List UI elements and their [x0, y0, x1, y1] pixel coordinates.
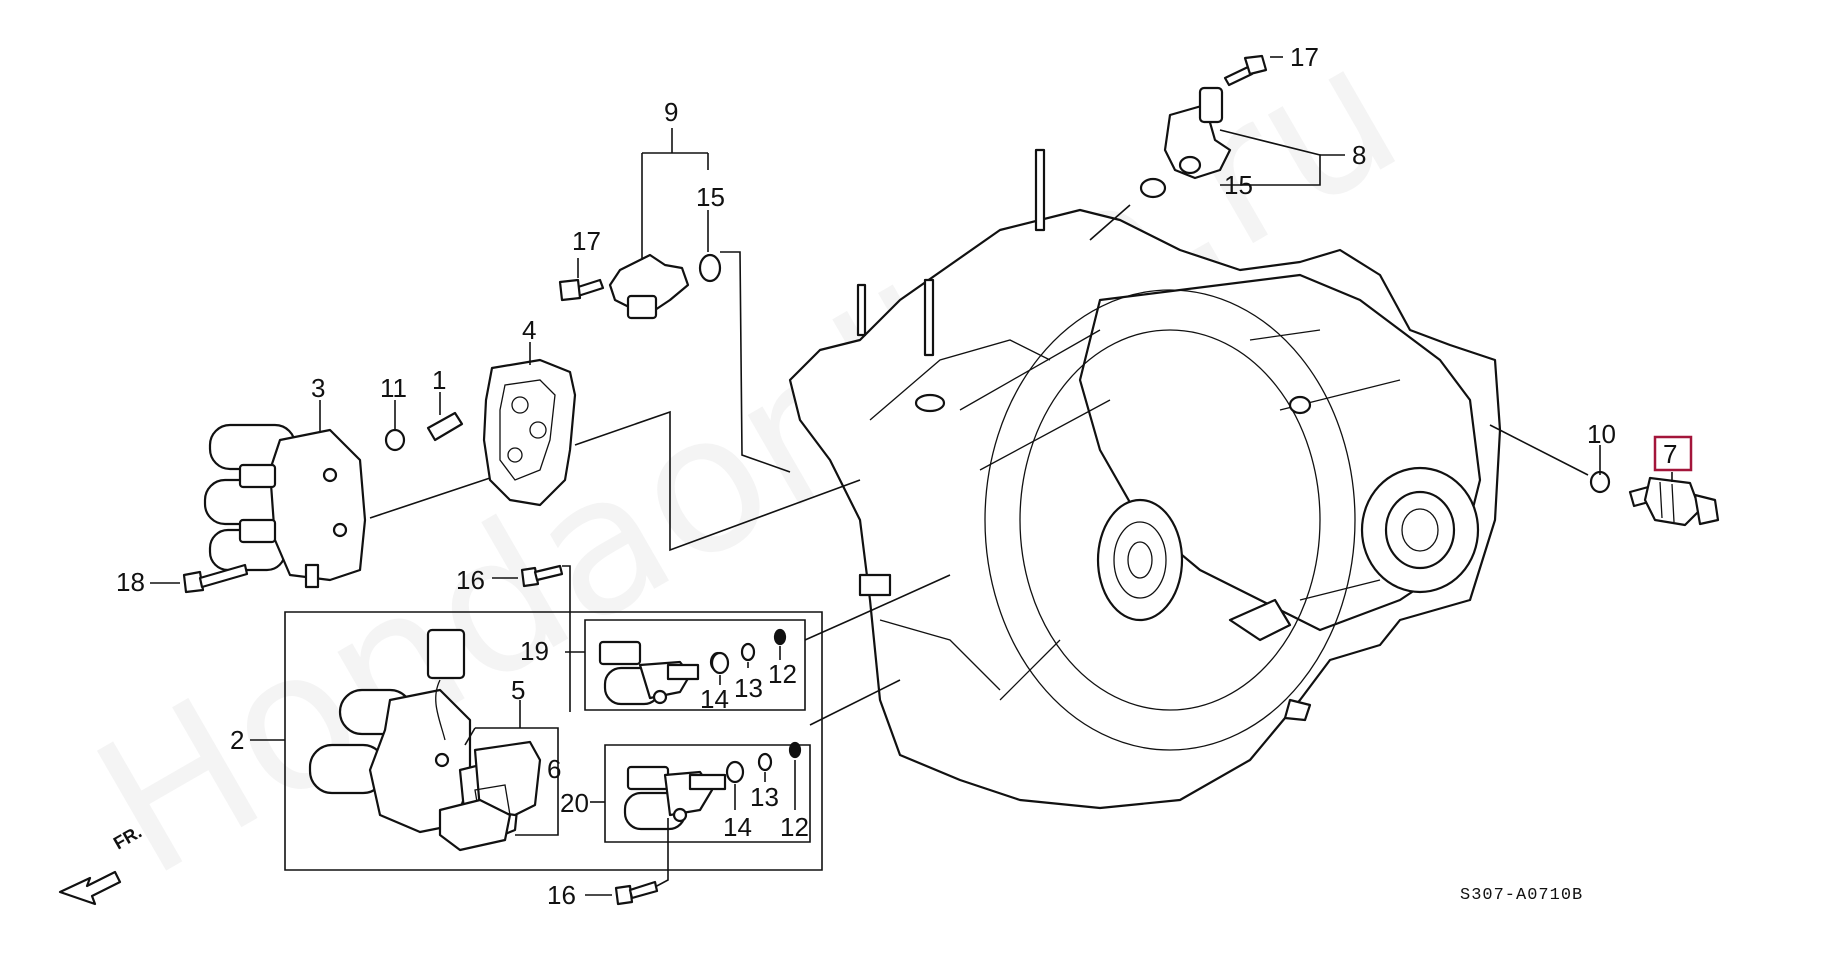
callout-9[interactable]: 9 — [664, 97, 678, 127]
callout-labels: 17 8 15 9 15 17 4 3 11 1 18 16 19 5 6 2 … — [116, 42, 1677, 910]
part-18-bolt[interactable] — [182, 563, 249, 594]
callout-17-top[interactable]: 17 — [1290, 42, 1319, 72]
callout-8[interactable]: 8 — [1352, 140, 1366, 170]
part-13-o-ring-b[interactable] — [757, 752, 773, 772]
part-20-shift-solenoid[interactable] — [623, 765, 727, 831]
callout-16-upper[interactable]: 16 — [456, 565, 485, 595]
transmission-case — [788, 148, 1502, 810]
callout-16-lower[interactable]: 16 — [547, 880, 576, 910]
callout-12-a[interactable]: 12 — [768, 659, 797, 689]
part-20-box — [590, 679, 901, 843]
part-11-nut[interactable] — [384, 428, 406, 452]
diagram-code: S307-A0710B — [1460, 886, 1583, 905]
front-direction-marker: FR. — [58, 822, 145, 906]
callout-15-left[interactable]: 15 — [696, 182, 725, 212]
part-7-highlight-box[interactable] — [1653, 435, 1693, 472]
part-8-speed-sensor[interactable] — [1163, 86, 1232, 180]
callout-20[interactable]: 20 — [560, 788, 589, 818]
callout-15-top[interactable]: 15 — [1224, 170, 1253, 200]
callout-18[interactable]: 18 — [116, 567, 145, 597]
part-2-box — [250, 611, 823, 871]
part-12-filter-a[interactable] — [773, 628, 787, 646]
callout-11[interactable]: 11 — [380, 373, 407, 403]
part-12-filter-b[interactable] — [788, 741, 802, 759]
callout-12-b[interactable]: 12 — [780, 812, 809, 842]
part-19-box — [565, 574, 951, 711]
part-2-linear-solenoid[interactable] — [308, 628, 472, 834]
callout-4[interactable]: 4 — [522, 315, 536, 345]
callout-5[interactable]: 5 — [511, 675, 525, 705]
callout-19[interactable]: 19 — [520, 636, 549, 666]
callout-13-a[interactable]: 13 — [734, 673, 763, 703]
part-7-sensor[interactable] — [1628, 476, 1720, 527]
part-15-o-ring-top[interactable] — [1139, 177, 1167, 199]
part-4-gasket[interactable] — [482, 358, 577, 507]
part-5-6-gasket-filter[interactable] — [438, 740, 542, 852]
callout-2[interactable]: 2 — [230, 725, 244, 755]
callout-14-b[interactable]: 14 — [723, 812, 752, 842]
leader-lines-5-6 — [464, 700, 559, 836]
leader-lines-19 — [719, 646, 781, 685]
callout-14-a[interactable]: 14 — [700, 684, 729, 714]
leader-lines-1-4-11 — [394, 342, 861, 552]
leader-lines-8 — [1089, 56, 1345, 241]
leader-lines-16 — [492, 565, 612, 896]
part-14-o-ring-b[interactable] — [725, 760, 745, 784]
callout-7[interactable]: 7 — [1663, 439, 1677, 469]
leader-lines-3 — [150, 400, 491, 584]
leader-lines-9 — [577, 128, 791, 473]
callout-3[interactable]: 3 — [311, 373, 325, 403]
part-17-bolt-left[interactable] — [558, 278, 605, 302]
callout-13-b[interactable]: 13 — [750, 782, 779, 812]
part-15-o-ring-left[interactable] — [698, 253, 722, 283]
callout-6[interactable]: 6 — [547, 754, 561, 784]
callout-10[interactable]: 10 — [1587, 419, 1616, 449]
callout-17-left[interactable]: 17 — [572, 226, 601, 256]
callout-1[interactable]: 1 — [432, 365, 446, 395]
part-14-o-ring-a[interactable] — [710, 651, 730, 675]
part-13-o-ring-a[interactable] — [740, 642, 756, 662]
part-9-speed-sensor[interactable] — [608, 253, 690, 320]
part-16-bolt-upper[interactable] — [520, 564, 564, 588]
part-16-bolt-lower[interactable] — [614, 880, 659, 906]
leader-lines-7-10 — [1489, 424, 1673, 482]
part-1-dowel-pin[interactable] — [426, 411, 464, 442]
part-17-bolt-top[interactable] — [1223, 54, 1268, 87]
part-3-solenoid-assembly[interactable] — [203, 423, 367, 589]
